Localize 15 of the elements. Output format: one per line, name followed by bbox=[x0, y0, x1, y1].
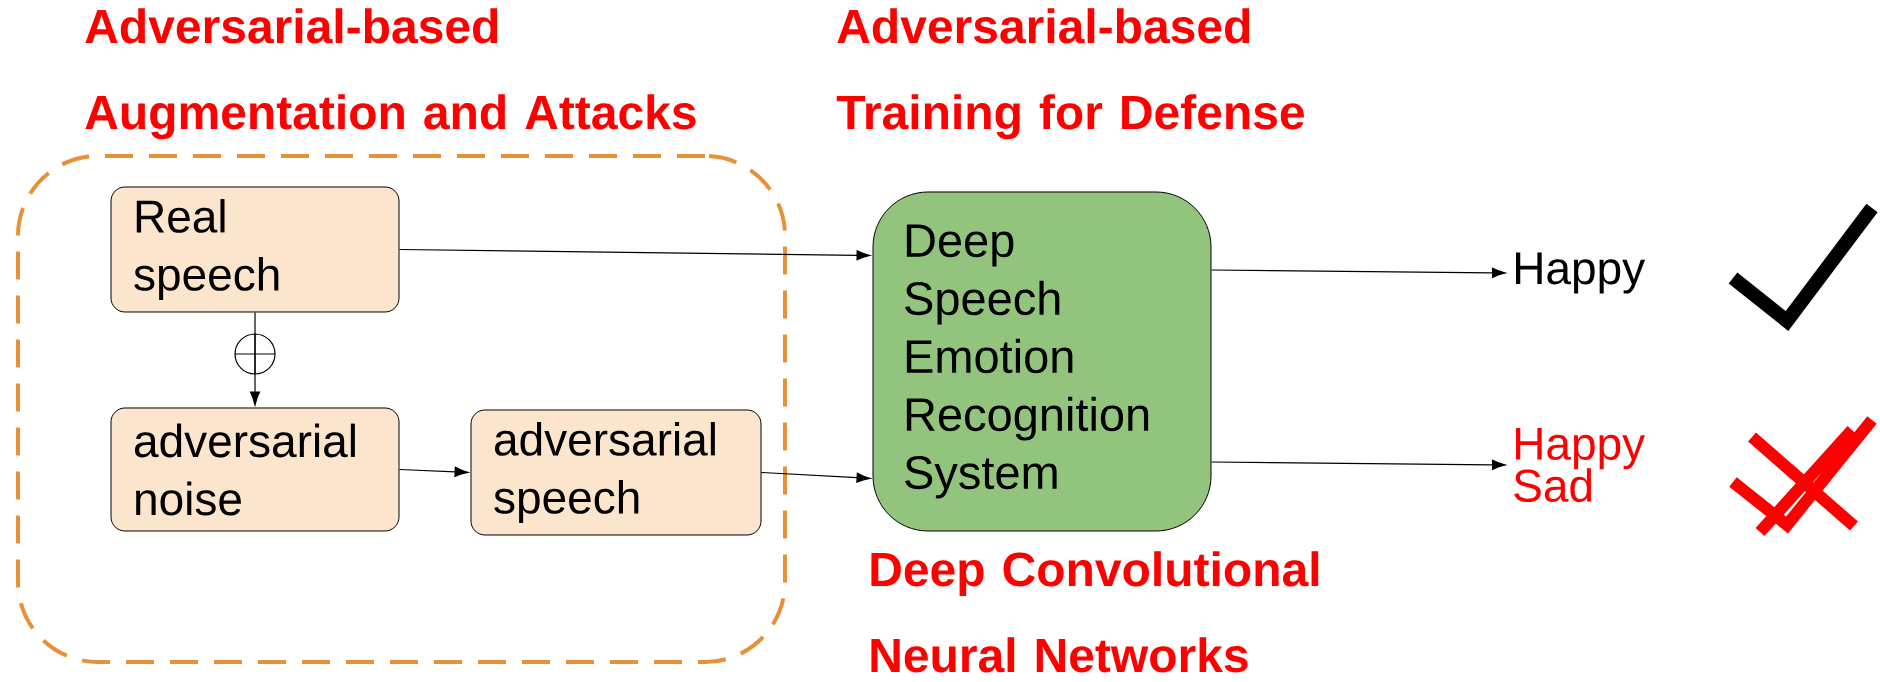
node-label: Adversarial-based Augmentation and Attacks bbox=[85, 8, 696, 140]
arrow bbox=[249, 311, 261, 406]
arrow bbox=[398, 248, 871, 261]
arrow bbox=[760, 471, 871, 483]
system-box: Deep Speech Emotion Recognition System bbox=[872, 191, 1212, 532]
arrow bbox=[1210, 459, 1506, 470]
arrow bbox=[398, 466, 469, 477]
process-box: adversarial noise bbox=[110, 407, 400, 532]
output-label: Happy Sad bbox=[1514, 427, 1646, 503]
process-box: Real speech bbox=[110, 186, 400, 313]
heading: Deep Convolutional Neural Networks bbox=[871, 551, 1319, 673]
process-box: adversarial speech bbox=[470, 409, 762, 536]
heading: Adversarial-based Training for Defense bbox=[836, 8, 1304, 140]
output-label: Happy bbox=[1516, 252, 1646, 294]
arrow bbox=[1210, 267, 1506, 278]
